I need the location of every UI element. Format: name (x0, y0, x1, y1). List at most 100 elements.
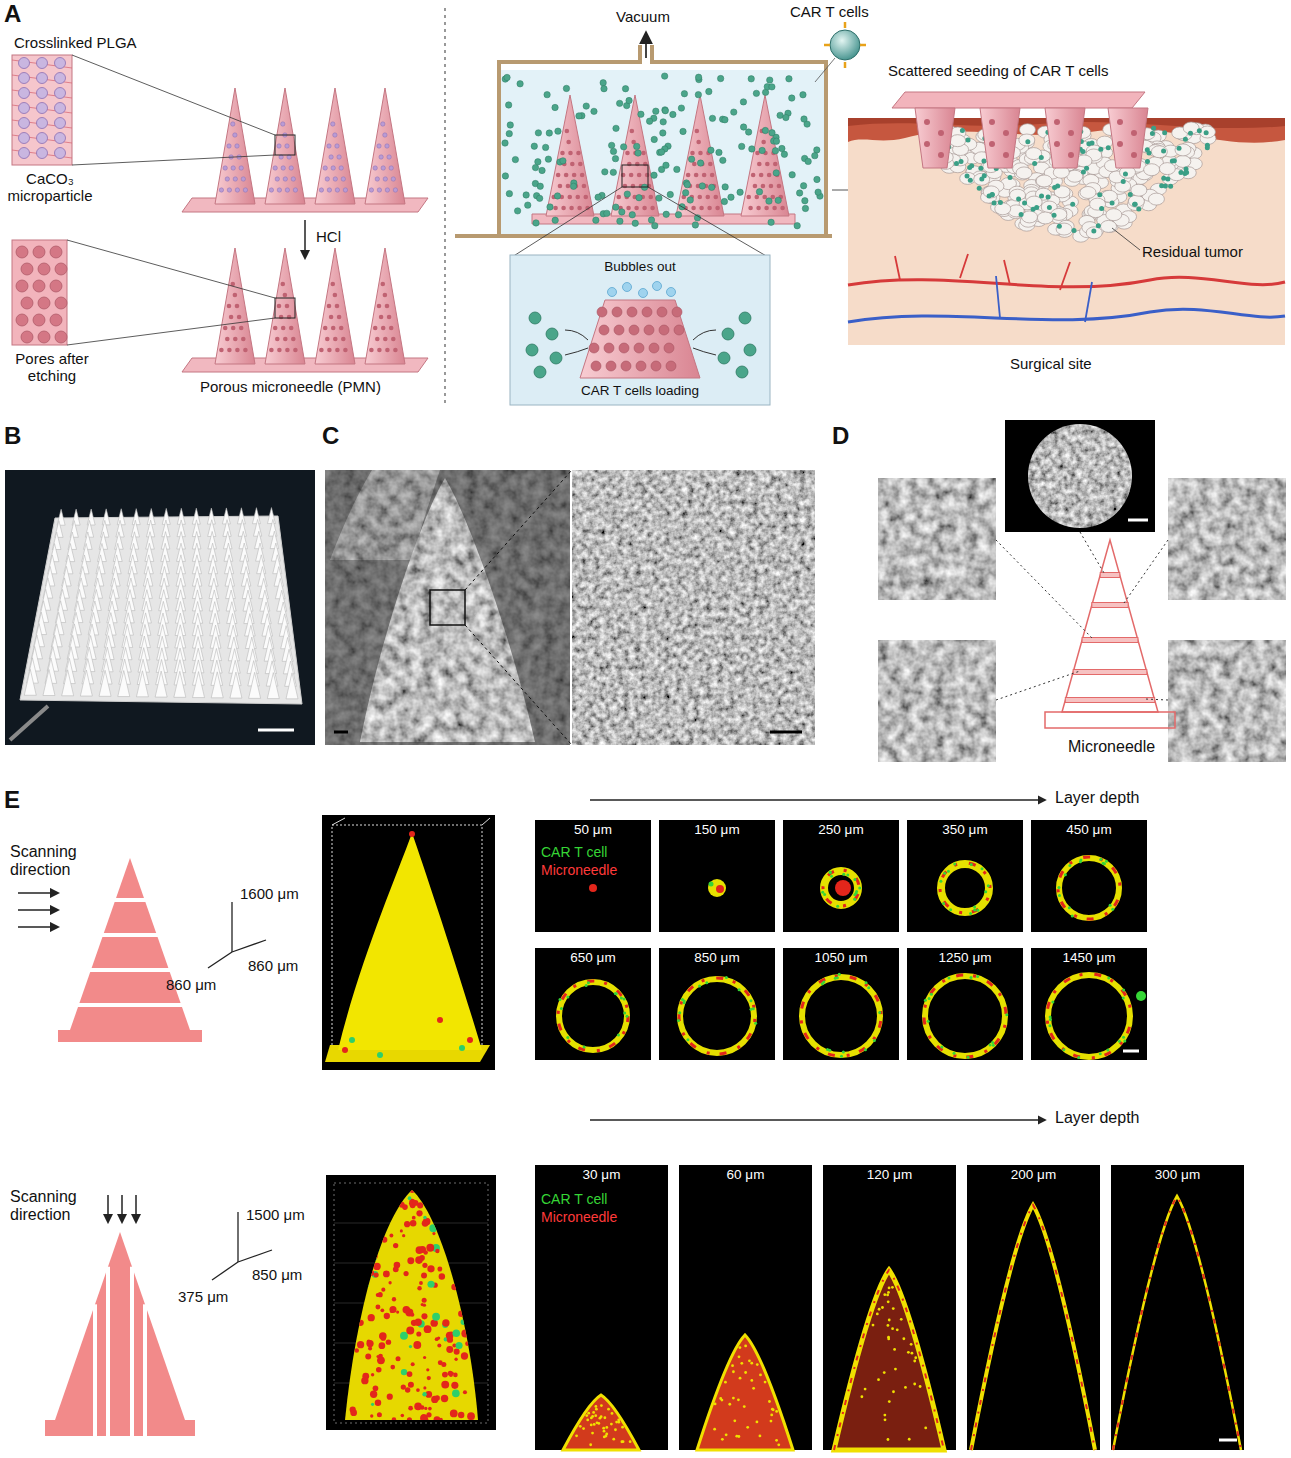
pore (55, 331, 67, 343)
car-t-cell (624, 191, 630, 197)
render-spot (463, 1390, 467, 1394)
tumor-cell (1090, 198, 1106, 210)
inset-caption: Bubbles out (510, 259, 770, 275)
pore (233, 293, 238, 298)
car-t-cell (682, 190, 688, 196)
render-spot (463, 1273, 468, 1278)
microneedle-ring (679, 978, 755, 1054)
car-t-cell (1039, 155, 1044, 160)
pore (380, 282, 385, 287)
pore (989, 119, 995, 125)
car-t-cell (800, 183, 806, 189)
microneedle-ring (823, 870, 859, 906)
render-spot (350, 1409, 357, 1416)
car-t-cell (656, 195, 662, 201)
pore (705, 195, 710, 200)
render-spot (474, 1231, 480, 1237)
microneedle-section (834, 1270, 944, 1450)
tumor-cell (1037, 212, 1053, 224)
pore (1054, 119, 1060, 125)
render-spot (432, 1232, 435, 1235)
tumor-cell (1056, 223, 1072, 235)
render-spot (344, 1238, 350, 1244)
render-spot (383, 1219, 388, 1224)
overlay-signal (585, 1414, 588, 1417)
car-t-signal (1099, 1052, 1102, 1055)
section-plane (1065, 698, 1154, 703)
caco3-particle (381, 122, 385, 126)
car-t-cell (555, 128, 561, 134)
car-t-cell (646, 118, 652, 124)
tumor-cell (1080, 186, 1096, 198)
pore (289, 326, 294, 331)
vacuum-chamber (499, 45, 826, 236)
microneedle-tip (82, 543, 91, 561)
car-t-cell (968, 178, 973, 183)
microneedle-tip (99, 670, 111, 696)
hcl-arrow (304, 220, 306, 258)
overlay-signal (599, 1417, 602, 1420)
overlay-signal (728, 1403, 731, 1406)
car-t-cell (525, 202, 531, 208)
pore (748, 206, 753, 211)
microneedle-outline-red (834, 1270, 944, 1450)
car-t-cell (681, 91, 687, 97)
caco3-particle (331, 166, 335, 170)
depth-label: 1050 μm (783, 950, 899, 966)
microneedle-tip (273, 555, 282, 574)
patch-base (20, 516, 302, 704)
overlay-signal (914, 1356, 917, 1359)
render-spot (403, 1271, 408, 1276)
car-t-signal (842, 873, 845, 876)
car-t-cell (533, 220, 539, 226)
car-t-signal (686, 1038, 689, 1041)
car-t-cell (1177, 146, 1182, 151)
pore (589, 343, 599, 353)
pore (713, 195, 718, 200)
pore (606, 361, 616, 371)
car-t-cell (1184, 167, 1189, 172)
car-t-signal (834, 977, 837, 980)
car-t-signal (864, 1048, 867, 1051)
pore (619, 343, 629, 353)
car-t-signal (947, 870, 950, 873)
render-spot (416, 1331, 421, 1336)
panel-letter: E (4, 786, 20, 814)
pore (762, 195, 767, 200)
confocal-panel-box: 50 μmCAR T cellMicroneedle (535, 820, 651, 932)
overlay-signal (891, 1286, 894, 1289)
pore (38, 297, 50, 309)
caco3-particle (239, 166, 243, 170)
pore (287, 315, 292, 320)
confocal-panel-box: 60 μm (679, 1165, 812, 1450)
overlay-signal (629, 1440, 632, 1443)
caco3-particle (225, 177, 229, 181)
render-spot (456, 1342, 463, 1349)
car-t-cell (526, 344, 538, 356)
scan-plane (60, 1003, 200, 1007)
car-t-cell (662, 107, 668, 113)
pore (629, 325, 639, 335)
car-t-cell (629, 212, 635, 218)
render-spot (463, 1261, 468, 1266)
caco3-particle (19, 73, 30, 84)
pore (280, 282, 285, 287)
render-spot (347, 1298, 351, 1302)
microneedle-ring (801, 976, 881, 1056)
render-spot (459, 1192, 465, 1198)
overlay-signal (910, 1343, 913, 1346)
zoom-leader (465, 625, 571, 744)
confocal-panel-box: 1250 μm (907, 948, 1023, 1060)
pore (16, 280, 28, 292)
overlay-signal (746, 1426, 749, 1429)
pore (697, 195, 702, 200)
caco3-particle (289, 166, 293, 170)
render-spot (355, 1348, 359, 1352)
render-spot (421, 1313, 427, 1319)
pore (377, 304, 382, 309)
render-spot (404, 1221, 410, 1227)
car-t-signal (620, 997, 623, 1000)
tumor-cell (1101, 220, 1117, 232)
channel-label: Microneedle (541, 1209, 617, 1225)
